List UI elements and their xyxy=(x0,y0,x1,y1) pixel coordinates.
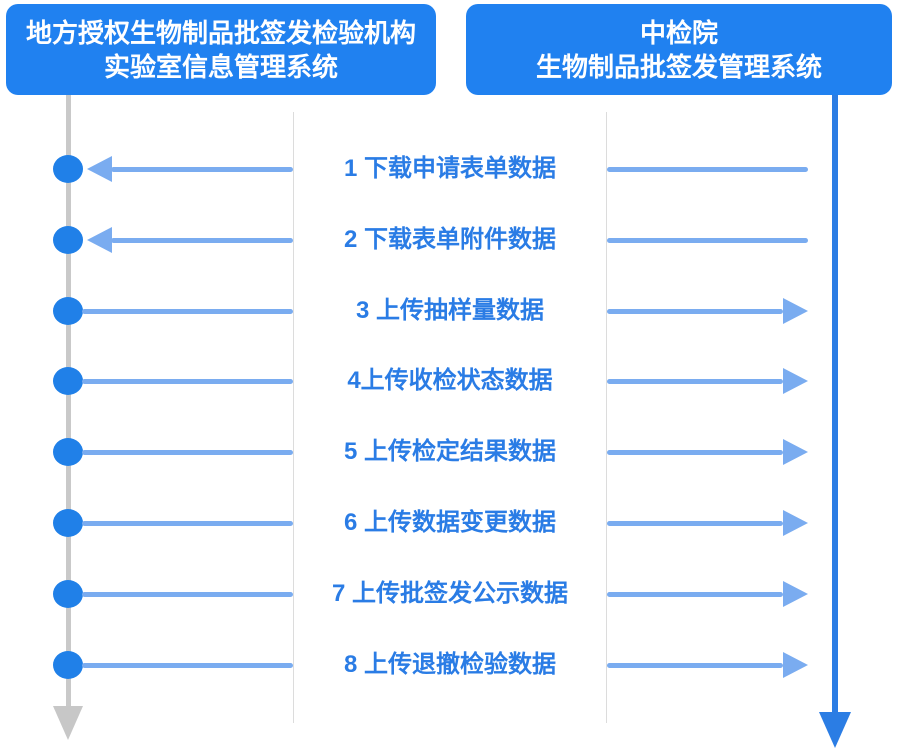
left-system-header: 地方授权生物制品批签发检验机构 实验室信息管理系统 xyxy=(6,4,436,95)
arrowhead-left-icon xyxy=(87,156,112,182)
left-lifeline xyxy=(66,95,71,708)
lifeline-node-dot xyxy=(53,297,83,325)
message-line-left xyxy=(82,450,293,455)
arrowhead-left-icon xyxy=(87,227,112,253)
arrowhead-right-icon xyxy=(783,298,808,324)
right-system-header: 中检院 生物制品批签发管理系统 xyxy=(466,4,892,95)
message-line-right xyxy=(607,379,783,384)
message-label-panel xyxy=(293,112,607,723)
message-row-3: 3 上传抽样量数据 xyxy=(0,296,900,326)
message-label: 8 上传退撤检验数据 xyxy=(343,651,556,678)
message-line-right xyxy=(607,238,808,243)
message-line-left xyxy=(82,521,293,526)
message-row-4: 4上传收检状态数据 xyxy=(0,366,900,396)
message-label: 5 上传检定结果数据 xyxy=(343,438,556,465)
message-line-right xyxy=(607,309,783,314)
message-line-right xyxy=(607,450,783,455)
message-line-right xyxy=(607,663,783,668)
message-row-2: 2 下载表单附件数据 xyxy=(0,225,900,255)
message-line-left xyxy=(82,309,293,314)
arrowhead-right-icon xyxy=(783,510,808,536)
arrowhead-right-icon xyxy=(783,581,808,607)
message-label: 7 上传批签发公示数据 xyxy=(331,580,568,607)
left-lifeline-arrow-down-icon xyxy=(53,706,83,740)
message-row-8: 8 上传退撤检验数据 xyxy=(0,650,900,680)
right-lifeline-arrow-down-icon xyxy=(819,712,851,748)
message-line-left xyxy=(82,379,293,384)
message-label: 3 上传抽样量数据 xyxy=(355,297,544,324)
message-line-right xyxy=(607,592,783,597)
message-line-left xyxy=(111,167,293,172)
left-system-title-line1: 地方授权生物制品批签发检验机构 xyxy=(25,17,416,48)
arrowhead-right-icon xyxy=(783,439,808,465)
message-label: 6 上传数据变更数据 xyxy=(343,509,556,536)
message-row-6: 6 上传数据变更数据 xyxy=(0,508,900,538)
message-line-left xyxy=(82,592,293,597)
message-label: 4上传收检状态数据 xyxy=(347,367,553,394)
message-row-7: 7 上传批签发公示数据 xyxy=(0,579,900,609)
lifeline-node-dot xyxy=(53,438,83,466)
right-lifeline xyxy=(832,95,838,714)
lifeline-node-dot xyxy=(53,651,83,679)
lifeline-node-dot xyxy=(53,226,83,254)
lifeline-node-dot xyxy=(53,509,83,537)
message-row-5: 5 上传检定结果数据 xyxy=(0,437,900,467)
message-label: 1 下载申请表单数据 xyxy=(343,155,556,182)
message-row-1: 1 下载申请表单数据 xyxy=(0,154,900,184)
message-line-right xyxy=(607,521,783,526)
lifeline-node-dot xyxy=(53,367,83,395)
arrowhead-right-icon xyxy=(783,368,808,394)
arrowhead-right-icon xyxy=(783,652,808,678)
lifeline-node-dot xyxy=(53,580,83,608)
message-line-left xyxy=(82,663,293,668)
message-label: 2 下载表单附件数据 xyxy=(343,226,556,253)
lifeline-node-dot xyxy=(53,155,83,183)
left-system-title-line2: 实验室信息管理系统 xyxy=(103,51,338,82)
message-line-left xyxy=(111,238,293,243)
right-system-title-line2: 生物制品批签发管理系统 xyxy=(535,51,822,82)
message-line-right xyxy=(607,167,808,172)
right-system-title-line1: 中检院 xyxy=(639,17,718,48)
